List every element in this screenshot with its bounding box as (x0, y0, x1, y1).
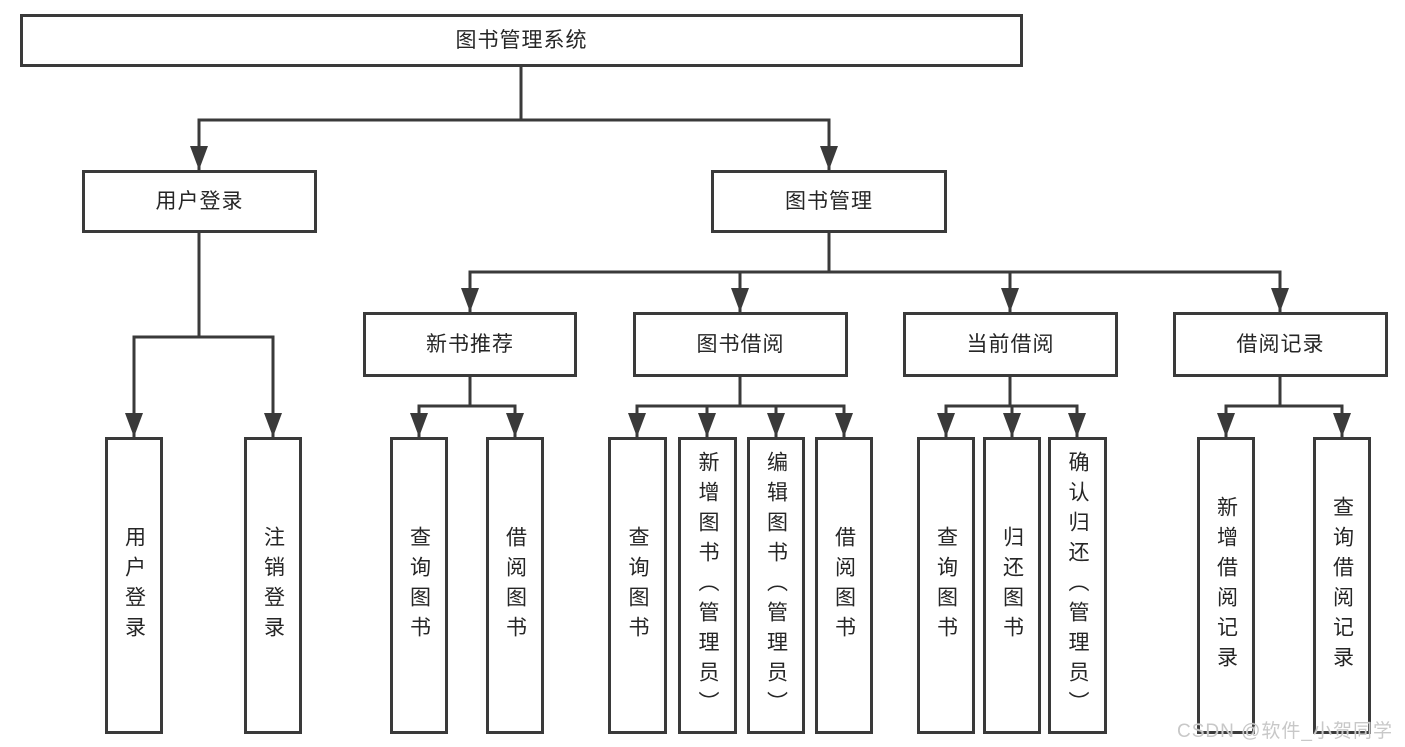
node-leaf-borrow-books-borrowing: 借阅图书 (815, 437, 873, 734)
node-leaf-logout: 注销登录 (244, 437, 302, 734)
node-label: 图书管理系统 (455, 29, 588, 52)
node-leaf-query-books-recommend: 查询图书 (390, 437, 448, 734)
node-label: 当前借阅 (966, 333, 1055, 356)
node-label: 新增图书（管理员） (696, 450, 719, 721)
node-label: 图书借阅 (696, 333, 785, 356)
node-leaf-query-books-current: 查询图书 (917, 437, 975, 734)
node-label: 注销登录 (261, 525, 285, 646)
node-label: 归还图书 (1000, 525, 1024, 646)
node-book-management: 图书管理 (711, 170, 947, 233)
node-leaf-edit-books-admin: 编辑图书（管理员） (747, 437, 805, 734)
node-leaf-add-borrow-record: 新增借阅记录 (1197, 437, 1255, 734)
node-label: 新书推荐 (426, 333, 514, 356)
node-label: 借阅图书 (503, 525, 527, 646)
connector-path (132, 67, 1344, 437)
node-borrowing-records: 借阅记录 (1173, 312, 1388, 377)
node-label: 借阅记录 (1236, 333, 1325, 356)
node-leaf-return-books: 归还图书 (983, 437, 1041, 734)
node-label: 查询借阅记录 (1330, 495, 1354, 676)
node-label: 用户登录 (122, 525, 146, 646)
node-user-login: 用户登录 (82, 170, 317, 233)
node-leaf-user-login: 用户登录 (105, 437, 163, 734)
node-leaf-borrow-books-recommend: 借阅图书 (486, 437, 544, 734)
arrowhead-icons (125, 146, 1351, 437)
node-label: 查询图书 (626, 525, 649, 646)
node-current-borrowing: 当前借阅 (903, 312, 1118, 377)
node-new-book-recommend: 新书推荐 (363, 312, 577, 377)
node-library-system: 图书管理系统 (20, 14, 1023, 67)
node-leaf-query-borrow-record: 查询借阅记录 (1313, 437, 1371, 734)
node-label: 编辑图书（管理员） (764, 450, 788, 721)
node-label: 新增借阅记录 (1214, 495, 1238, 676)
node-leaf-confirm-return-admin: 确认归还（管理员） (1048, 437, 1107, 734)
node-leaf-add-books-admin: 新增图书（管理员） (678, 437, 737, 734)
node-label: 查询图书 (934, 525, 958, 646)
node-label: 用户登录 (155, 190, 244, 213)
node-label: 借阅图书 (832, 525, 856, 646)
node-label: 确认归还（管理员） (1066, 450, 1089, 721)
node-book-borrowing: 图书借阅 (633, 312, 848, 377)
watermark-text: CSDN @软件_小贺同学 (1177, 721, 1393, 742)
node-label: 图书管理 (785, 190, 873, 213)
node-label: 查询图书 (407, 525, 431, 646)
node-leaf-query-books-borrowing: 查询图书 (608, 437, 667, 734)
